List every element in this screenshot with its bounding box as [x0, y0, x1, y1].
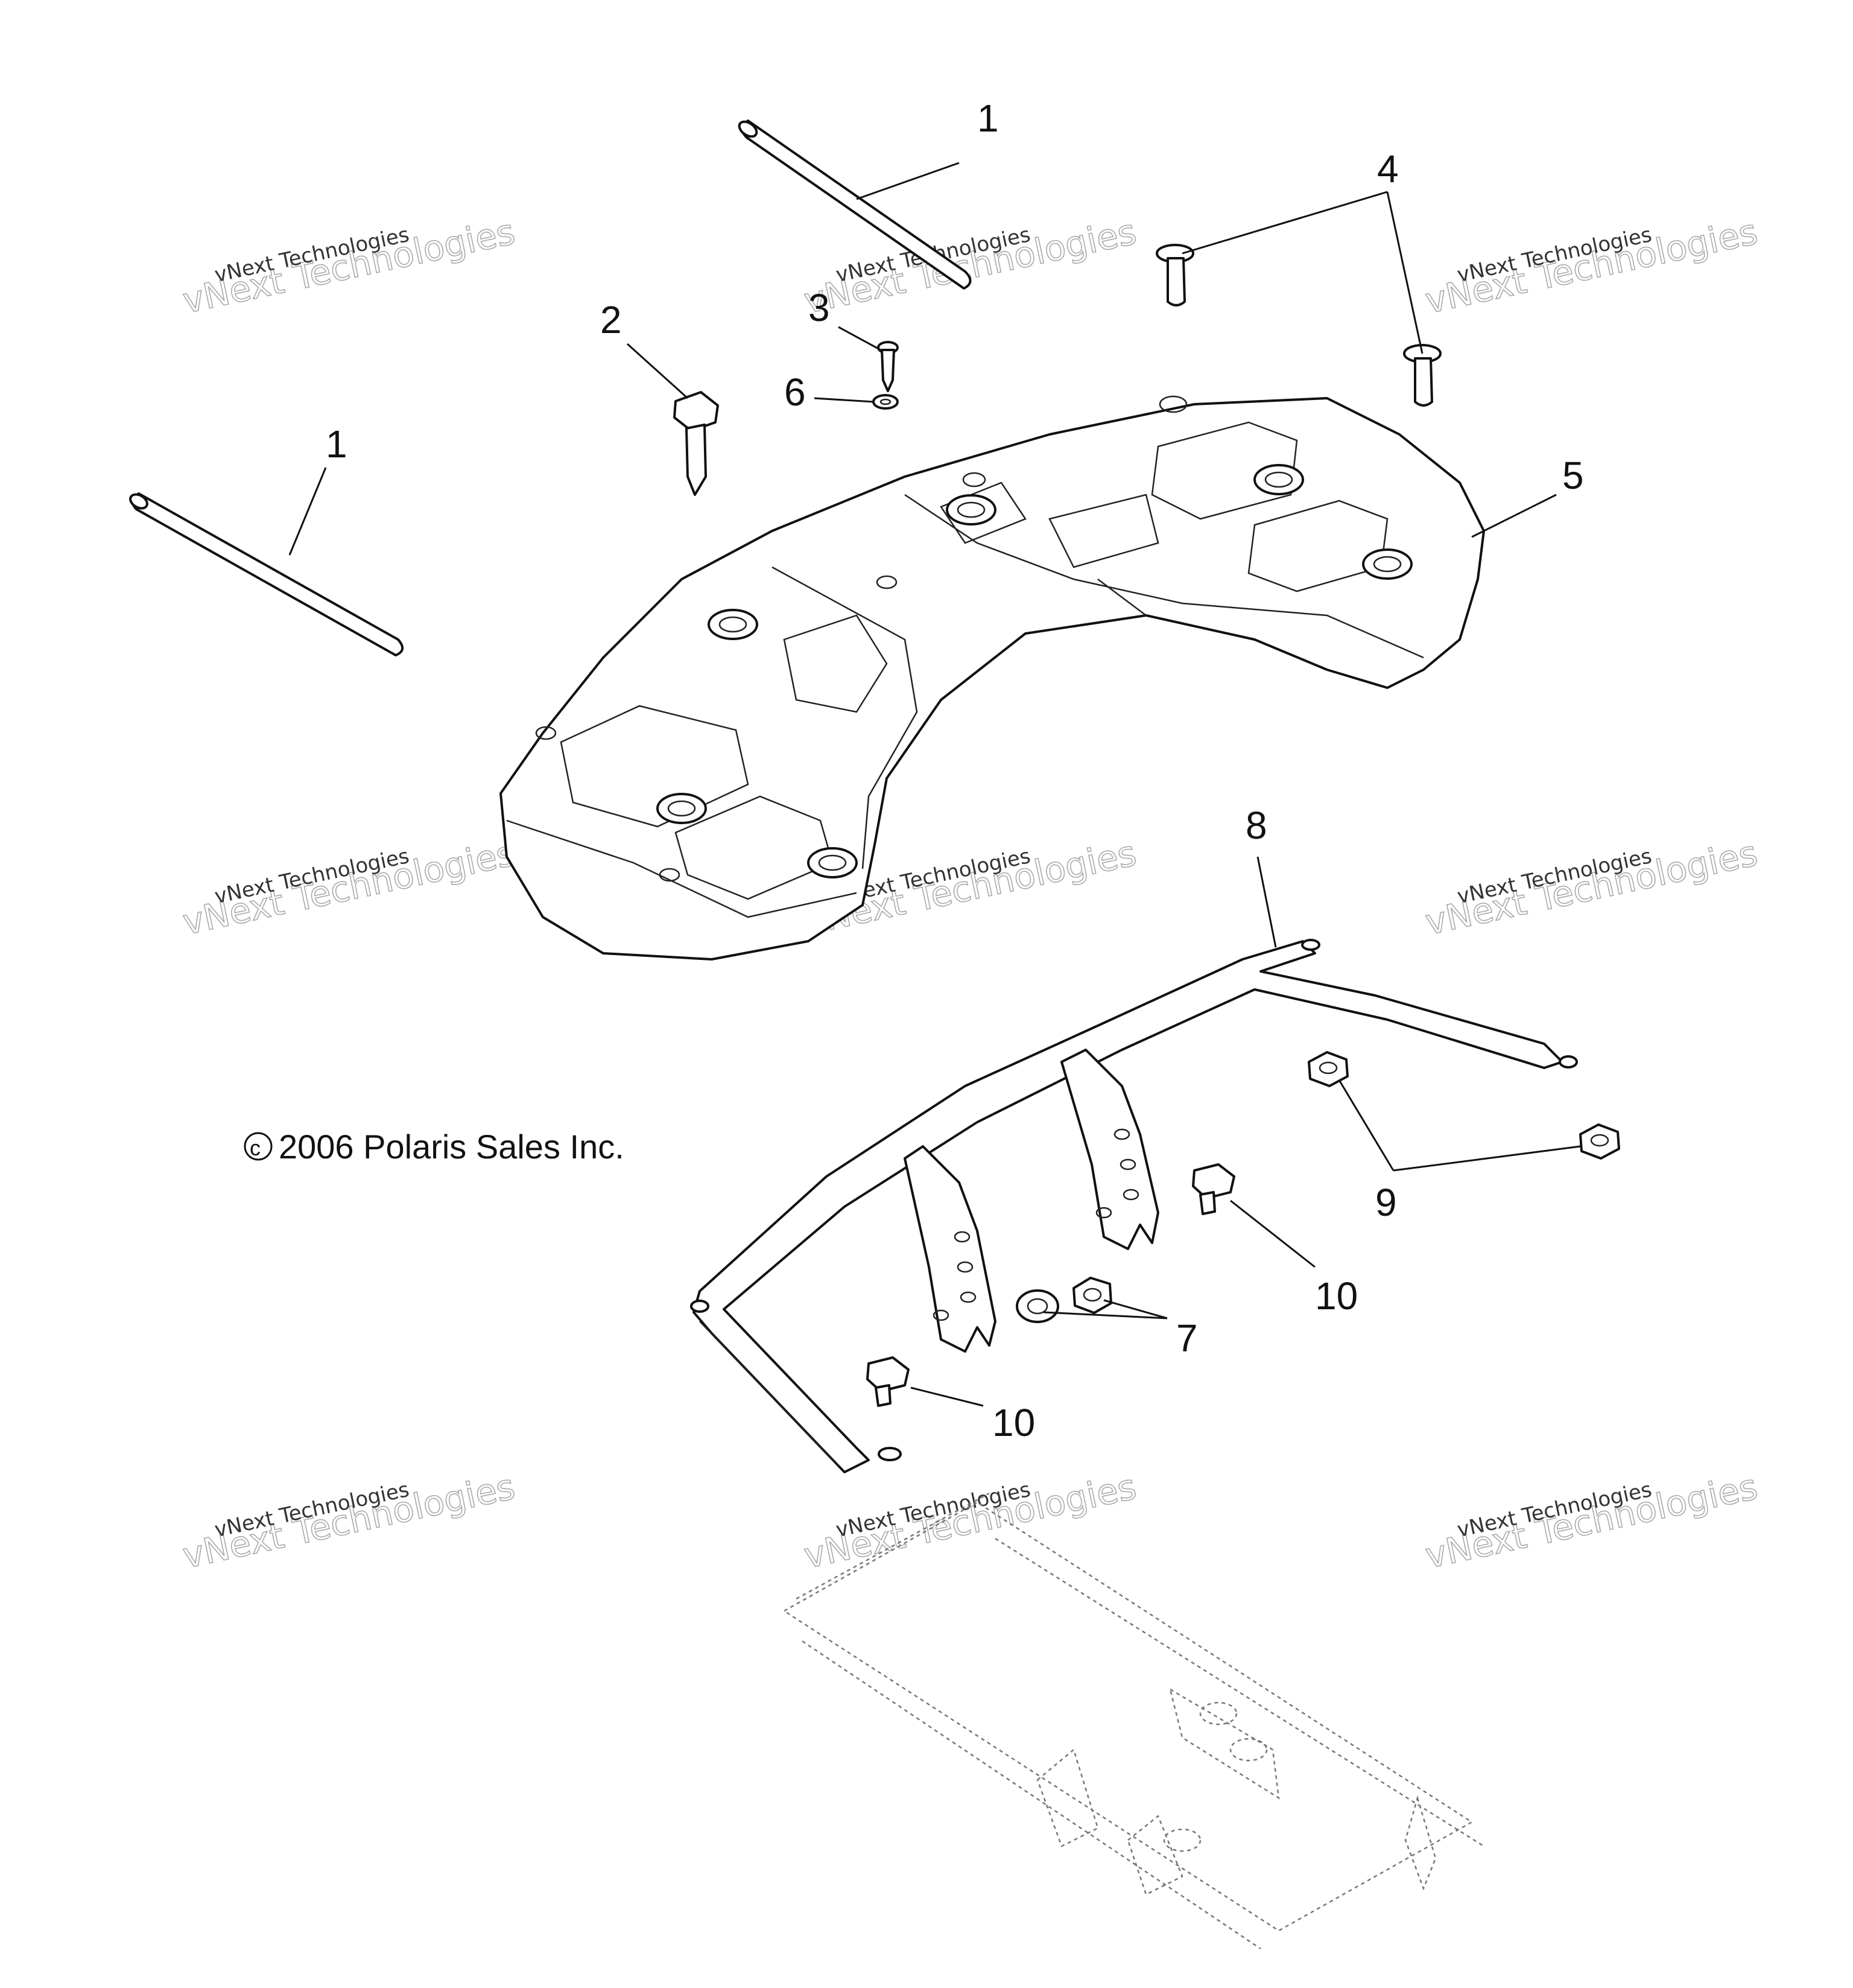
- leader-lines: [288, 162, 1581, 1407]
- callout-7: 7: [1176, 1316, 1198, 1360]
- watermark-mid-left: vNext Technologies vNext Technologies: [179, 832, 519, 944]
- callout-3: 3: [808, 286, 830, 329]
- screw-item-3: [877, 341, 899, 392]
- rivet-item-4b: [1403, 344, 1442, 407]
- watermark-group: vNext Technologies vNext Technologies vN…: [179, 211, 1761, 1577]
- copyright-symbol-circle: [244, 1132, 273, 1161]
- nut-item-9b: [1579, 1123, 1620, 1160]
- rivet-item-4a: [1156, 244, 1194, 306]
- callout-10-right: 10: [1315, 1274, 1358, 1318]
- nut-item-9a: [1308, 1051, 1349, 1087]
- bolt-item-10b: [866, 1356, 910, 1407]
- brace-item-8: [690, 939, 1578, 1473]
- rack-item-5: [499, 395, 1485, 961]
- callout-9: 9: [1375, 1181, 1397, 1224]
- washer-item-6: [872, 394, 899, 410]
- callout-4: 4: [1377, 147, 1399, 191]
- watermark-mid-right: vNext Technologies vNext Technologies: [1421, 832, 1761, 944]
- bolt-item-10a: [1192, 1163, 1235, 1215]
- callout-6: 6: [784, 370, 806, 414]
- ghost-frame: [782, 1492, 1484, 1950]
- watermark-top-right: vNext Technologies vNext Technologies: [1421, 211, 1761, 322]
- copyright-symbol: c: [250, 1135, 261, 1160]
- callout-1-left: 1: [326, 422, 347, 466]
- nut-item-7a: [1016, 1289, 1059, 1323]
- nut-item-7b: [1072, 1277, 1112, 1314]
- watermark-bottom-right: vNext Technologies vNext Technologies: [1421, 1466, 1761, 1577]
- watermark-bottom-left: vNext Technologies vNext Technologies: [179, 1466, 519, 1577]
- watermark-bottom-center: vNext Technologies vNext Technologies: [800, 1466, 1140, 1577]
- bolt-item-2: [673, 391, 719, 496]
- rod-top: [738, 119, 972, 290]
- copyright-notice: c 2006 Polaris Sales Inc.: [244, 1128, 624, 1166]
- callout-labels: 1 1 2 3 6 4 5 8 9 10 7 10: [326, 97, 1584, 1444]
- watermark-top-left: vNext Technologies vNext Technologies: [179, 211, 519, 322]
- callout-10-bottom: 10: [992, 1401, 1035, 1444]
- rod-left: [129, 492, 404, 656]
- watermark-top-center: vNext Technologies vNext Technologies: [800, 211, 1140, 322]
- callout-8: 8: [1246, 804, 1267, 847]
- callout-2: 2: [600, 298, 622, 341]
- callout-1-top: 1: [977, 97, 999, 140]
- callout-5: 5: [1562, 454, 1584, 497]
- copyright-text: 2006 Polaris Sales Inc.: [279, 1128, 624, 1166]
